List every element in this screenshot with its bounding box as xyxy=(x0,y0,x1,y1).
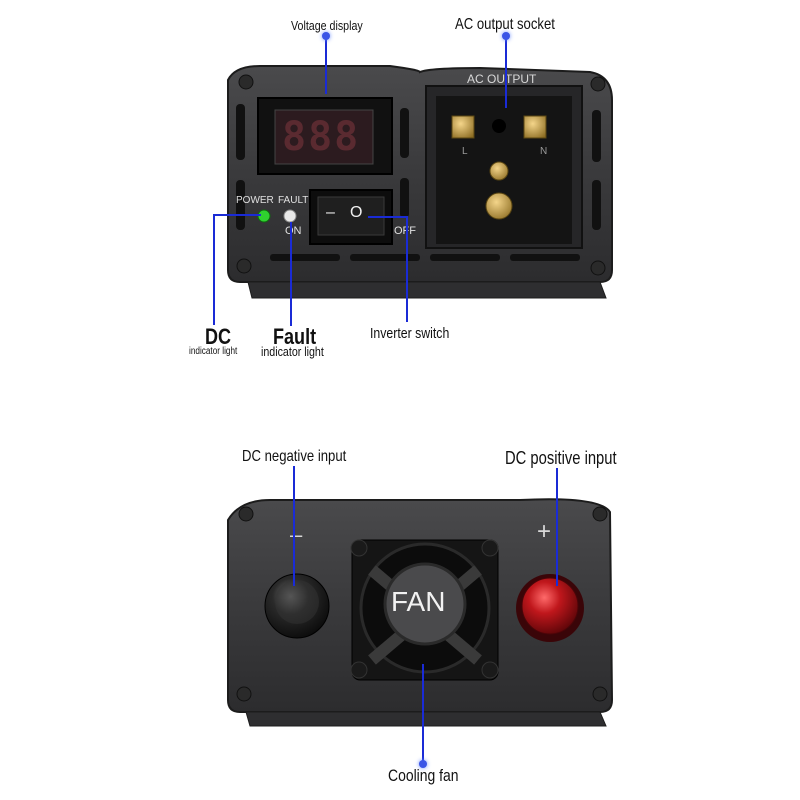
callout-line xyxy=(368,216,408,218)
display-digits: 888 xyxy=(282,114,361,160)
ac-output-socket-label: AC output socket xyxy=(455,16,555,33)
dc-positive-terminal[interactable] xyxy=(516,574,584,642)
ac-output-printed: AC OUTPUT xyxy=(467,72,537,86)
ac-output-socket xyxy=(425,85,583,249)
callout-line xyxy=(422,664,424,764)
power-led xyxy=(257,209,271,223)
switch-minus: – xyxy=(326,204,335,221)
fault-led xyxy=(283,209,297,223)
power-printed: POWER xyxy=(236,195,274,206)
dc-indicator-label-sub: indicator light xyxy=(189,346,238,357)
dc-indicator-label-main: DC xyxy=(205,324,232,349)
socket-l: L xyxy=(462,146,468,157)
callout-dot xyxy=(419,760,427,768)
off-printed: OFF xyxy=(394,225,416,237)
dc-positive-input-label: DC positive input xyxy=(505,448,617,468)
callout-line xyxy=(556,468,558,586)
callout-line xyxy=(290,222,292,326)
fan-printed: FAN xyxy=(391,586,446,617)
front-panel xyxy=(227,65,613,299)
callout-dot xyxy=(502,32,510,40)
socket-n: N xyxy=(540,146,548,157)
voltage-display xyxy=(257,97,393,175)
voltage-display-label: Voltage display xyxy=(291,18,363,33)
screw-icon xyxy=(236,74,606,276)
rear-panel xyxy=(227,498,614,727)
callout-line xyxy=(213,214,261,216)
callout-line xyxy=(406,216,408,322)
dc-negative-terminal[interactable] xyxy=(264,573,330,639)
callout-line xyxy=(213,215,215,325)
fault-indicator-label-main: Fault xyxy=(273,324,317,349)
on-printed: ON xyxy=(285,225,302,237)
callout-line xyxy=(325,34,327,94)
inverter-switch-label: Inverter switch xyxy=(370,325,450,342)
fault-printed: FAULT xyxy=(278,195,309,206)
dc-negative-input-label: DC negative input xyxy=(242,448,347,465)
callout-line xyxy=(293,466,295,586)
cooling-fan xyxy=(350,539,499,681)
switch-o: O xyxy=(350,204,363,221)
cooling-fan-label: Cooling fan xyxy=(388,766,459,785)
rear-minus: – xyxy=(290,522,303,547)
vent-slots xyxy=(236,104,601,261)
screw-icon xyxy=(236,506,608,702)
callout-line xyxy=(505,34,507,108)
rear-plus: + xyxy=(537,518,552,545)
fault-indicator-label-sub: indicator light xyxy=(261,344,324,359)
callout-dot xyxy=(322,32,330,40)
